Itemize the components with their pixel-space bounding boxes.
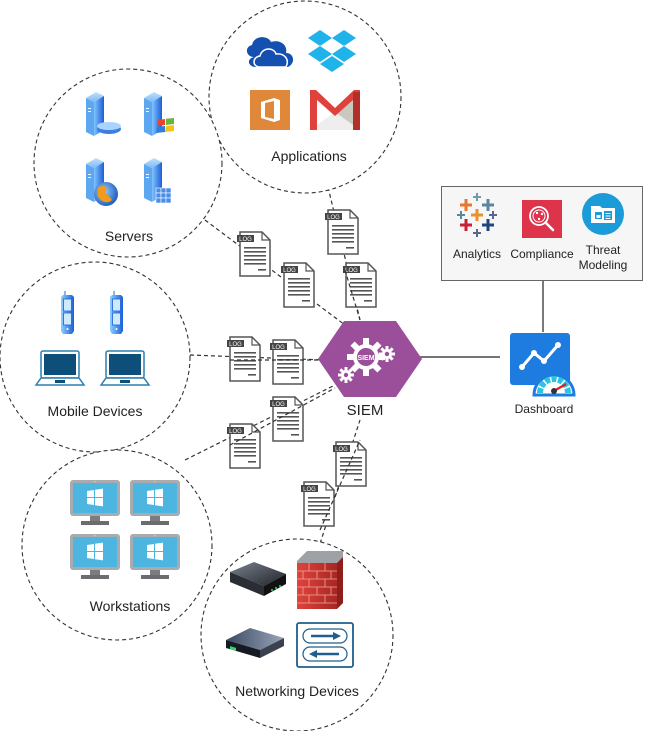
siem-badge: SIEM [357,355,374,362]
applications-label: Applications [271,148,347,164]
mobile-devices-label: Mobile Devices [48,403,143,419]
laptop-icon [35,350,85,386]
compliance-label: Compliance [510,247,574,261]
dropbox-icon [308,30,356,72]
database-server-icon [86,92,121,136]
dashboard-icon[interactable] [510,333,576,397]
gauge-icon [532,373,576,397]
log-document-icon [226,336,261,382]
gmail-icon [310,90,360,130]
firewall-icon [297,551,343,609]
windows-server-icon [144,92,174,136]
cluster-server-icon [144,158,172,204]
servers-label: Servers [105,228,153,244]
log-document-icon [300,481,335,527]
tools-panel: Analytics Compliance Threat Modeling [441,186,643,281]
siem-label: SIEM [347,402,384,419]
servers-group [33,68,223,258]
log-document-icon [269,339,304,385]
switch-icon [226,628,284,658]
mobile-phone-icon [60,290,75,335]
applications-group [208,0,402,194]
threat-modeling-label-line1: Threat [586,243,621,257]
mobile-phone-icon [109,290,124,335]
load-balancer-icon [296,622,354,668]
networking-devices-label: Networking Devices [235,683,359,699]
threat-modeling-label-line2: Modeling [579,258,628,272]
siem-hub[interactable]: SIEM [318,321,422,397]
office-icon [250,90,290,130]
connector-servers-siem [204,219,346,326]
threat-modeling-icon[interactable] [582,193,624,235]
log-document-icon [280,262,315,308]
log-document-icon [236,231,271,277]
dashboard-label: Dashboard [515,402,574,416]
mobile-devices-group [0,261,191,453]
log-document-icon [342,262,377,308]
log-document-icon [226,423,261,469]
laptop-icon [100,350,150,386]
log-document-icon [269,396,304,442]
log-document-icon [324,209,359,255]
workstations-label: Workstations [90,598,171,614]
analytics-label: Analytics [453,247,501,261]
router-icon [230,562,286,596]
onedrive-icon [246,37,294,68]
web-server-icon [86,158,118,206]
compliance-icon[interactable] [522,200,562,238]
